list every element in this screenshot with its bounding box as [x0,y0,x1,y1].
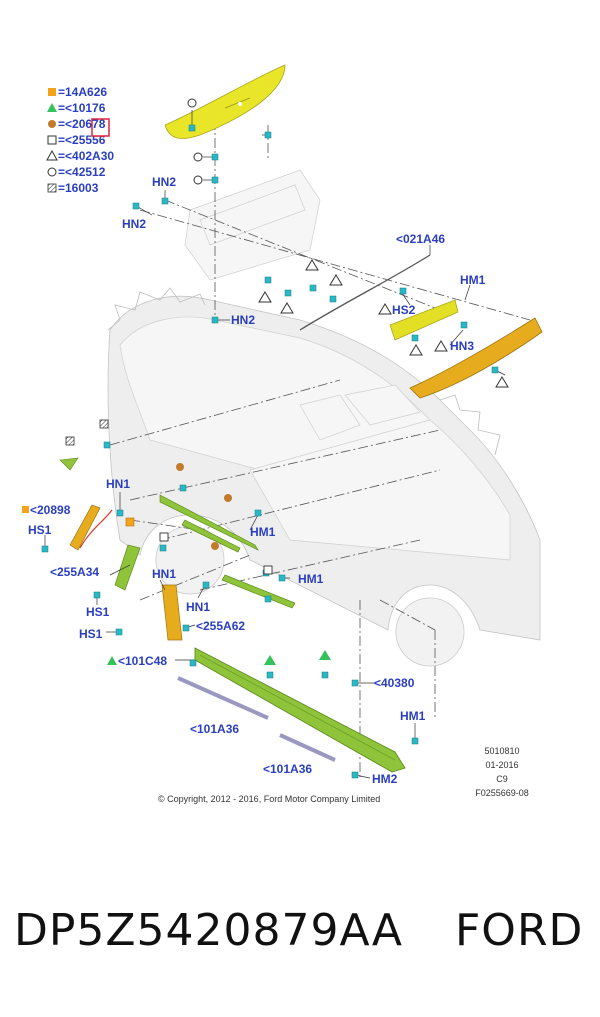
legend-text-7: =16003 [58,181,99,195]
code-line-3: C9 [496,774,508,784]
hatched-seal [59,457,79,471]
label-hn1-a: HN1 [106,477,130,491]
label-hm1-b: HM1 [298,572,324,586]
strip-101a36-a [177,676,269,720]
diagram-symbols [65,98,509,665]
label-hs2: HS2 [392,303,416,317]
legend-filled-circle-icon [48,120,56,128]
car-body [107,169,541,667]
label-40380: <40380 [374,676,415,690]
legend-filled-triangle-icon [47,103,57,112]
molding-mid [181,519,241,553]
part-footer: DP5Z5420879AA FORD [0,905,600,975]
rod-021a46 [299,254,431,331]
label-20898: <20898 [30,503,71,517]
legend-open-triangle-icon [46,149,58,161]
label-hn3: HN3 [450,339,474,353]
label-hn1-c: HN1 [186,600,210,614]
label-hs1-b: HS1 [86,605,110,619]
rocker-panel [194,647,406,773]
brand-name: FORD [455,905,584,956]
legend-text-5: =<402A30 [58,149,114,163]
code-line-2: 01-2016 [485,760,518,770]
label-101c48: <101C48 [118,654,167,668]
rear-upper-panel [164,64,286,139]
legend-hatched-square-icon [47,183,57,193]
label-101a36-b: <101A36 [263,762,312,776]
leader-lines [44,110,506,779]
code-line-1: 5010810 [484,746,519,756]
label-255a62: <255A62 [196,619,245,633]
label-hm1-mid: HM1 [250,525,276,539]
pillar-trim-20898 [69,504,101,551]
legend-open-circle-icon [47,167,57,177]
pillar-255a62 [161,584,183,641]
legend-open-square-icon [47,135,57,145]
label-hn1-b: HN1 [152,567,176,581]
label-hn2-c: HN2 [231,313,255,327]
legend-text-4: =<25556 [58,133,106,147]
label-hn2-b: HN2 [122,217,146,231]
label-hm2: HM2 [372,772,398,786]
molding-upper [159,494,259,551]
label-101a36-a: <101A36 [190,722,239,736]
label-hm1-low: HM1 [400,709,426,723]
legend: =14A626 =<10176 =<20678 =<25556 =<402A30… [46,85,114,195]
callout-labels: HN2 HN2 HN2 <021A46 HM1 HS2 HN3 <20898 H… [22,175,486,786]
copyright-text: © Copyright, 2012 - 2016, Ford Motor Com… [158,794,380,804]
label-hs1-c: HS1 [79,627,103,641]
label-hn2-a: HN2 [152,175,176,189]
label-hm1-top: HM1 [460,273,486,287]
rear-bumper-reinforcement [409,317,543,399]
pillar-255a34 [114,544,141,591]
part-number: DP5Z5420879AA [14,905,403,956]
molding-lower [221,574,296,609]
label-20898-square-icon [22,506,29,513]
label-hs1-a: HS1 [28,523,52,537]
label-101c48-triangle-icon [107,656,117,665]
legend-text-1: =14A626 [58,85,107,99]
legend-highlight-box [91,118,110,137]
legend-text-2: =<10176 [58,101,106,115]
strip-101a36-b [279,733,336,762]
drawing-code-block: 5010810 01-2016 C9 F0255669-08 [475,746,529,798]
legend-text-3: =<20678 [58,117,106,131]
legend-filled-square-icon [48,88,56,96]
fastener-clips [41,124,499,779]
legend-text-6: =<42512 [58,165,106,179]
code-line-4: F0255669-08 [475,788,529,798]
exploded-parts-diagram: =14A626 =<10176 =<20678 =<25556 =<402A30… [22,64,543,804]
label-021a46: <021A46 [396,232,445,246]
label-255a34: <255A34 [50,565,99,579]
bracket-hs2 [389,299,459,341]
